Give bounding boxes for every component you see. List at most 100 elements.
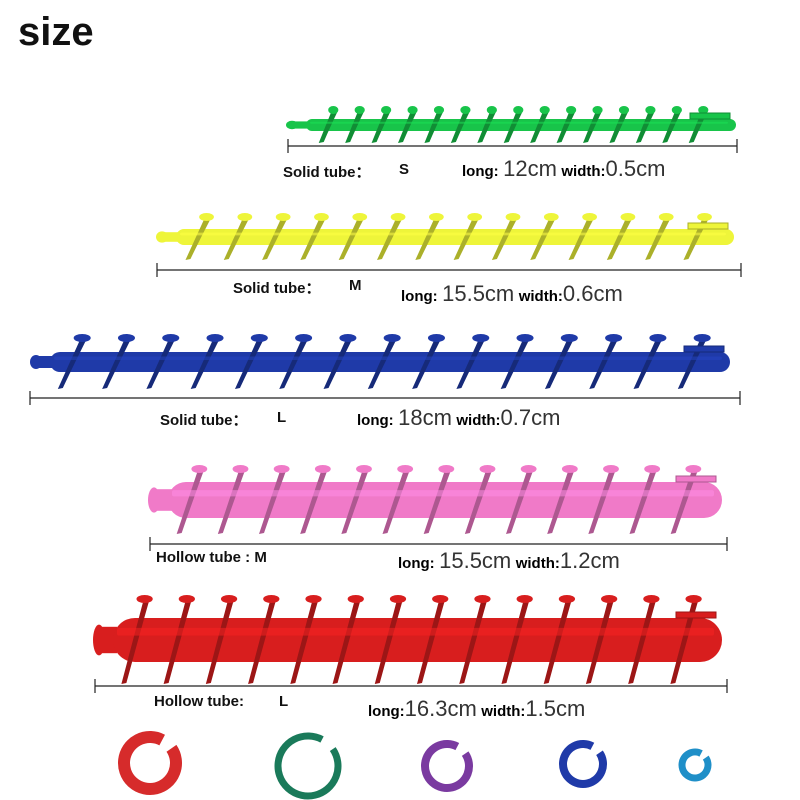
- tube-ridge-crest: [199, 213, 214, 221]
- tube-ridge-crest: [685, 595, 702, 603]
- tube-ridge-crest: [356, 465, 372, 473]
- tube-ridge-crest: [671, 106, 682, 114]
- tube-ridge-crest: [649, 334, 667, 342]
- tube-ridge: [609, 107, 629, 143]
- tube-neck: [154, 489, 172, 511]
- tube-ridge-crest: [603, 465, 619, 473]
- tube-neck: [292, 121, 310, 129]
- tube-hm-long-value: 15.5cm: [439, 548, 512, 573]
- ring-2: [274, 732, 342, 800]
- tube-hl: [93, 595, 722, 684]
- tube-ridge-crest: [352, 213, 368, 221]
- tube-ridge-crest: [460, 106, 471, 114]
- tube-ridge: [456, 335, 486, 389]
- tube-ridge: [341, 466, 369, 534]
- tube-ridge-crest: [539, 106, 550, 114]
- tube-ridge-crest: [390, 213, 406, 221]
- tubes-layer: [30, 106, 736, 684]
- tube-hl-long-value: 16.3cm: [404, 696, 477, 721]
- tube-s-width-value: 0.5cm: [605, 156, 666, 181]
- tube-sl-size-label: L: [277, 409, 287, 426]
- tube-ridge: [262, 214, 289, 260]
- tube-ridge: [102, 335, 132, 389]
- tube-body: [113, 618, 722, 662]
- tube-s-long-label: long:: [462, 163, 499, 180]
- tube-clip: [683, 345, 725, 353]
- tube-ridge-crest: [643, 595, 660, 603]
- tube-ridge-crest: [191, 465, 208, 473]
- tube-ridge: [645, 214, 672, 260]
- tube-ridge: [323, 335, 353, 389]
- tube-s-long-value: 12cm: [503, 156, 557, 181]
- tube-ridge: [635, 107, 656, 143]
- tube-ridge: [459, 596, 488, 684]
- tube-sl: [30, 334, 730, 389]
- tube-sm-type-label: Solid tube：: [233, 280, 321, 297]
- tube-sm-width-label: width:: [518, 288, 563, 305]
- tube-ridge-crest: [383, 334, 401, 342]
- tube-clip: [687, 222, 729, 230]
- tube-ridge-crest: [273, 465, 290, 473]
- tube-ridge: [662, 107, 682, 143]
- tube-ridge: [506, 466, 534, 534]
- tube-ridge: [670, 466, 699, 534]
- tube-ridge-crest: [560, 334, 578, 342]
- tube-ridge: [332, 596, 361, 684]
- tube-s: [286, 106, 736, 143]
- tube-hl-width-label: width:: [481, 703, 526, 720]
- tube-ridge-crest: [427, 334, 445, 342]
- ring-4: [559, 740, 607, 788]
- tube-ridge-crest: [232, 465, 249, 473]
- tube-s-type-label: Solid tube：: [283, 164, 371, 181]
- tube-ridge: [417, 596, 446, 684]
- tube-sl-width-value: 0.7cm: [500, 405, 561, 430]
- tube-body: [50, 352, 730, 372]
- tube-highlight: [54, 356, 722, 360]
- tube-ridge-crest: [582, 213, 597, 221]
- tube-ridge: [500, 335, 531, 389]
- tube-neck: [162, 232, 180, 242]
- tube-ridge-crest: [314, 465, 331, 473]
- page-title: size: [18, 10, 94, 54]
- tube-ridge: [185, 214, 212, 260]
- tube-ridge-crest: [328, 106, 339, 114]
- tube-ridge-crest: [73, 334, 91, 342]
- tube-hm: [148, 465, 722, 534]
- tube-ridge-crest: [432, 595, 449, 603]
- tube-ridge-crest: [467, 213, 483, 221]
- tube-ridge: [382, 466, 411, 534]
- tube-ridge-crest: [178, 595, 195, 603]
- tube-ridge: [424, 107, 444, 143]
- tube-ridge: [544, 335, 575, 389]
- tube-sm-width-value: 0.6cm: [562, 281, 623, 306]
- tube-s-dimensions: long: 12cm width:0.5cm: [462, 156, 665, 182]
- tube-ridge: [345, 107, 365, 143]
- tube-ridge-crest: [697, 213, 712, 221]
- tube-ridge: [279, 335, 309, 389]
- ruler-sm: [156, 263, 742, 277]
- tube-clip: [675, 611, 717, 619]
- tube-ridge-crest: [685, 465, 702, 473]
- tube-ridge: [415, 214, 442, 260]
- tube-ridge: [491, 214, 518, 260]
- tube-clip: [675, 475, 717, 483]
- tube-neck: [36, 356, 54, 368]
- tube-ridge: [290, 596, 319, 684]
- tube-ridge: [259, 466, 287, 534]
- tube-ridge-crest: [429, 213, 444, 221]
- tube-sl-type-label: Solid tube：: [160, 412, 248, 429]
- tube-ridge-crest: [438, 465, 455, 473]
- tube-ridge-crest: [644, 465, 661, 473]
- tube-ridge: [530, 214, 557, 260]
- tube-hm-type-label: Hollow tube : M: [156, 549, 267, 566]
- tube-ridge-crest: [605, 334, 623, 342]
- rings-layer: [118, 731, 712, 800]
- tube-ridge: [583, 107, 603, 143]
- tube-ridge: [338, 214, 365, 260]
- tube-ridge-crest: [220, 595, 238, 603]
- tube-ridge-crest: [407, 106, 418, 114]
- tube-ridge-crest: [620, 213, 636, 221]
- tube-ridge-crest: [543, 213, 559, 221]
- tube-highlight: [310, 121, 728, 124]
- tube-ridge-crest: [505, 213, 521, 221]
